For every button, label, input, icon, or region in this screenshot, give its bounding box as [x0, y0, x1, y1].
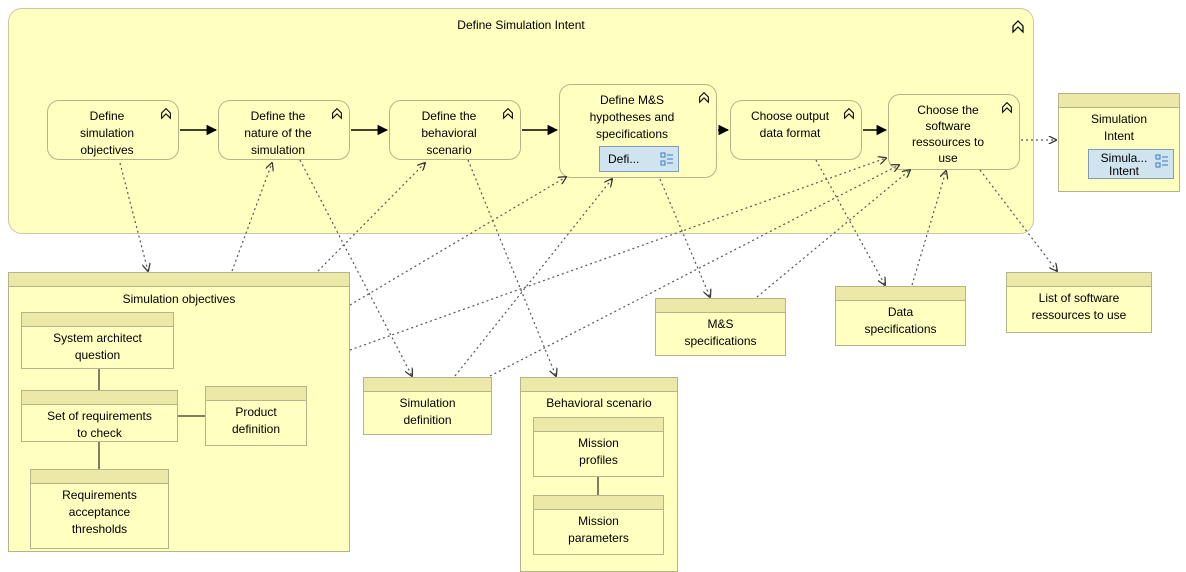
collapse-chevron-icon[interactable] [159, 106, 173, 120]
process-define-nature[interactable]: Define the nature of the simulation [218, 100, 350, 160]
collapse-chevron-icon[interactable] [1000, 100, 1014, 114]
collapse-chevron-icon[interactable] [501, 106, 515, 120]
object-label: Mission parameters [568, 514, 629, 545]
object-mission-parameters[interactable]: Mission parameters [533, 495, 664, 555]
object-flow-edge [467, 159, 556, 376]
object-header [656, 299, 785, 313]
object-flow-edge [454, 179, 612, 377]
ref-label: Simula... Intent [1100, 151, 1148, 178]
object-header [364, 378, 491, 392]
object-label: M&S specifications [684, 317, 757, 348]
object-header [836, 287, 965, 301]
object-flow-edge [349, 158, 886, 351]
process-label: Define M&S hypotheses and specifications [589, 93, 675, 141]
object-label: Set of requirements to check [47, 409, 152, 440]
object-data-specifications[interactable]: Data specifications [835, 286, 966, 346]
object-header [534, 496, 663, 510]
object-header [534, 418, 663, 432]
object-flow-edge [815, 159, 885, 285]
process-label: Define simulation objectives [79, 109, 135, 157]
object-system-architect-question[interactable]: System architect question [21, 312, 174, 369]
object-mission-profiles[interactable]: Mission profiles [533, 417, 664, 477]
object-label: Simulation definition [399, 396, 456, 427]
object-label: Simulation objectives [122, 292, 236, 306]
object-flow-edges [119, 140, 1057, 377]
association-edges [98, 369, 599, 495]
group-define-simulation-intent[interactable]: Define Simulation Intent [8, 8, 1034, 234]
object-label: Data specifications [864, 305, 937, 336]
object-label: Product definition [231, 405, 281, 436]
collapse-chevron-icon[interactable] [842, 106, 856, 120]
process-define-behavioral-scenario[interactable]: Define the behavioral scenario [389, 100, 521, 160]
process-define-ms-hypotheses[interactable]: Define M&S hypotheses and specifications… [559, 84, 717, 178]
collapse-chevron-icon[interactable] [1010, 18, 1026, 34]
object-flow-edge [119, 162, 148, 271]
object-flow-edge [911, 171, 946, 286]
object-flow-edge [231, 163, 272, 272]
object-software-list[interactable]: List of software ressources to use [1006, 272, 1152, 333]
object-flow-edge [349, 177, 566, 306]
process-choose-output-format[interactable]: Choose output data format [730, 100, 862, 160]
object-header [9, 273, 349, 287]
object-header [22, 391, 177, 405]
process-label: Choose output data format [750, 109, 830, 140]
object-header [206, 387, 306, 401]
object-header [1059, 94, 1179, 108]
structure-icon [660, 152, 673, 166]
object-requirements-thresholds[interactable]: Requirements acceptance thresholds [30, 469, 169, 549]
object-label: Mission profiles [578, 436, 619, 467]
ms-hypotheses-ref[interactable]: Defi... [599, 146, 679, 172]
object-ms-specifications[interactable]: M&S specifications [655, 298, 786, 356]
object-label: Requirements acceptance thresholds [62, 488, 137, 536]
object-label: System architect question [53, 331, 142, 362]
object-label: List of software ressources to use [1031, 291, 1127, 322]
structure-icon [1155, 154, 1168, 168]
object-header [22, 313, 173, 327]
object-simulation-definition[interactable]: Simulation definition [363, 377, 492, 435]
object-label: Behavioral scenario [546, 396, 652, 410]
object-flow-edge [299, 159, 412, 376]
object-flow-edge [489, 165, 899, 377]
object-header [1007, 273, 1151, 287]
object-flow-edge [659, 178, 710, 297]
process-choose-software-resources[interactable]: Choose the software ressources to use [888, 94, 1020, 170]
group-title: Define Simulation Intent [457, 18, 585, 32]
object-set-of-requirements[interactable]: Set of requirements to check [21, 390, 178, 442]
process-label: Define the nature of the simulation [244, 109, 312, 157]
object-simulation-intent[interactable]: Simulation Intent Simula... Intent [1058, 93, 1180, 192]
process-define-simulation-objectives[interactable]: Define simulation objectives [47, 100, 179, 160]
process-label: Choose the software ressources to use [911, 103, 985, 165]
object-header [31, 470, 168, 484]
ref-label: Defi... [608, 152, 640, 166]
object-product-definition[interactable]: Product definition [205, 386, 307, 446]
simulation-intent-ref[interactable]: Simula... Intent [1088, 149, 1174, 179]
object-flow-edge [979, 169, 1057, 271]
object-header [521, 378, 677, 392]
object-flow-edge [317, 163, 425, 272]
object-label: Simulation Intent [1090, 112, 1148, 143]
collapse-chevron-icon[interactable] [330, 106, 344, 120]
process-label: Define the behavioral scenario [421, 109, 477, 157]
collapse-chevron-icon[interactable] [697, 90, 711, 104]
object-flow-edge [756, 170, 910, 298]
